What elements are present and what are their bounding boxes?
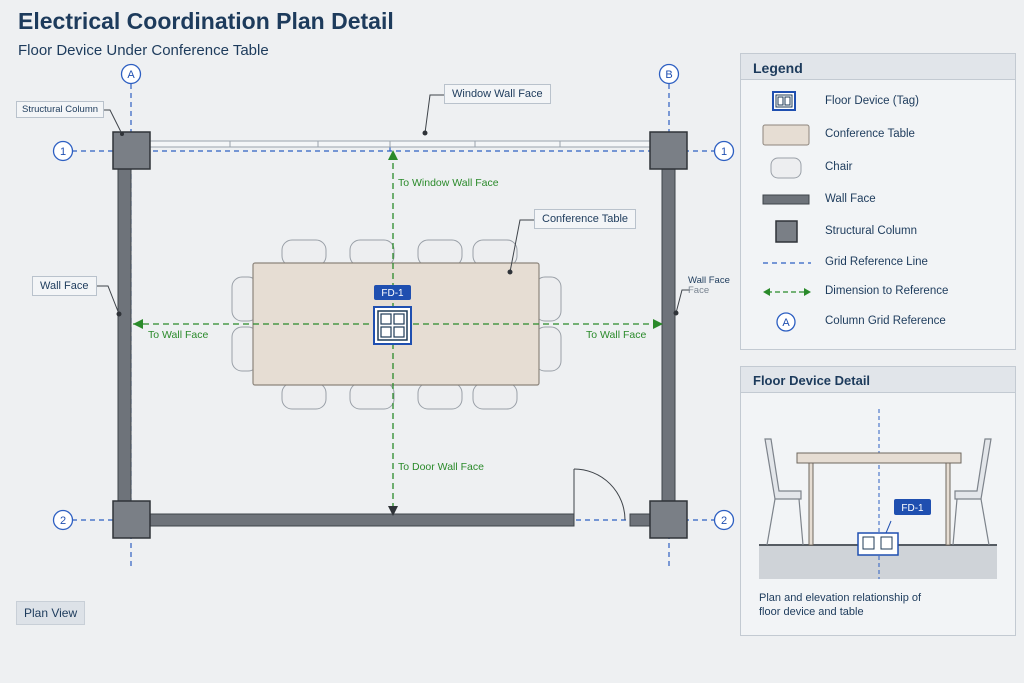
device-tag-box (374, 285, 411, 300)
door-dimension-arrowhead (388, 506, 398, 516)
detail-caption: Plan and elevation relationship of floor… (759, 592, 922, 618)
grid-bubble-2-left (52, 509, 74, 531)
legend-item: Grid Reference Line (741, 251, 1015, 275)
grid-bubble-1-left (52, 140, 74, 162)
legend-label: Column Grid Reference (825, 315, 946, 327)
grid-bubble-icon: A (776, 312, 796, 332)
chair-icon (770, 157, 802, 179)
grid-bubble-b (658, 63, 680, 85)
legend-item: Conference Table (741, 123, 1015, 147)
door (573, 468, 626, 521)
grid-label-2-left: 2 (60, 515, 66, 527)
legend-label: Structural Column (825, 225, 918, 237)
legend-item: Dimension to Reference (741, 280, 1015, 304)
plan-view-label: Plan View (16, 601, 86, 625)
page-title: Electrical Coordination Plan Detail (18, 8, 394, 34)
grid-line-icon (763, 262, 811, 264)
legend-item: Floor Device (Tag) (741, 90, 1015, 114)
walls (117, 164, 676, 527)
legend-label: Conference Table (825, 128, 915, 140)
column-b2 (649, 500, 688, 539)
dimension-arrowheads (133, 150, 663, 329)
legend-label: Chair (825, 161, 853, 173)
wall-face-right-line-1: Wall Face (688, 275, 730, 286)
window-wall-face-callout: Window Wall Face (444, 84, 551, 104)
wall-face-left-callout: Wall Face (32, 276, 97, 296)
legend-title: Legend (741, 54, 1015, 80)
detail-title: Floor Device Detail (741, 367, 1015, 393)
grid-bubble-1-right (713, 140, 735, 162)
conference-table-callout: Conference Table (534, 209, 637, 229)
wall-face-right-line-2: Face (688, 285, 710, 296)
legend-item: A Column Grid Reference (741, 310, 1015, 334)
dimension-to-wall-left: To Wall Face (148, 329, 209, 341)
grid-label-1-right: 1 (721, 146, 727, 158)
grid-label-1-left: 1 (60, 146, 66, 158)
wall-icon (762, 194, 810, 205)
grid-label-2-right: 2 (721, 515, 727, 527)
legend-item: Structural Column (741, 220, 1015, 244)
legend-label: Dimension to Reference (825, 285, 949, 297)
column-a1 (112, 131, 151, 170)
column-a2 (112, 500, 151, 539)
detail-device-tag: FD-1 (901, 503, 924, 514)
window-wall (149, 140, 651, 148)
dimension-to-door: To Door Wall Face (398, 461, 484, 473)
detail-tag-box (894, 499, 931, 515)
floor-device-icon (772, 91, 796, 111)
legend-label: Wall Face (825, 193, 876, 205)
grid-label-b: B (665, 69, 672, 81)
legend-bubble-letter: A (782, 317, 790, 329)
page-subtitle: Floor Device Under Conference Table (18, 42, 269, 59)
legend-label: Grid Reference Line (825, 256, 928, 268)
leader-dots (116, 130, 679, 317)
legend-item: Chair (741, 156, 1015, 180)
device-tag: FD-1 (381, 288, 404, 299)
structural-columns (112, 131, 688, 539)
elevation-chairs (764, 438, 992, 546)
legend-item: Wall Face (741, 188, 1015, 212)
elevation-drawing: FD-1 (759, 409, 997, 579)
dimension-to-wall-right: To Wall Face (586, 329, 647, 341)
plan-drawing: A B 1 1 2 2 FD-1 (52, 63, 735, 570)
floor-device-icon (857, 532, 899, 556)
legend-label: Floor Device (Tag) (825, 95, 919, 107)
dimension-to-window: To Window Wall Face (398, 177, 499, 189)
floor-device-detail-panel: Floor Device Detail FD-1 (740, 366, 1016, 636)
legend-panel: Legend Floor Device (Tag) Conference Tab… (740, 53, 1016, 350)
elevation-table (796, 452, 962, 546)
table-icon (762, 124, 810, 146)
structural-column-callout: Structural Column (16, 101, 105, 118)
column-b1 (649, 131, 688, 170)
dimension-arrow-icon (763, 288, 811, 296)
floor-device-icon (373, 306, 412, 345)
grid-bubble-a (120, 63, 142, 85)
column-icon (775, 220, 798, 243)
grid-label-a: A (127, 69, 135, 81)
wall-face-right-callout: Wall Face Face (688, 276, 730, 296)
chairs (231, 239, 562, 410)
grid-bubble-2-right (713, 509, 735, 531)
grid-bubbles (52, 63, 735, 531)
